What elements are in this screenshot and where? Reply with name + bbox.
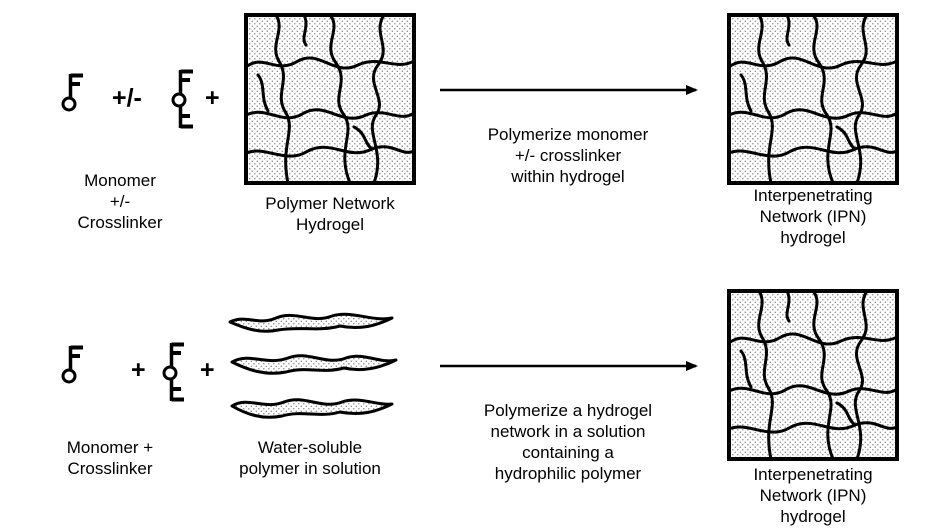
process-label: Polymerize monomer +/- crosslinker withi… [487,125,649,186]
monomer-icon [61,72,85,112]
water-soluble-polymer-label: Water-soluble polymer in solution [239,438,381,478]
process-label: Polymerize a hydrogel network in a solut… [483,401,653,483]
hydrogel-network-icon [244,13,416,185]
monomer-icon [61,344,85,384]
crosslinker-icon [171,68,195,130]
monomer-crosslinker-label: Monomer +/- Crosslinker [77,171,163,232]
polymer-chain-icon [228,312,398,419]
ipn-network-icon [727,13,899,185]
plus-symbol: + [200,356,215,384]
ipn-hydrogel-label: Interpenetrating Network (IPN) hydrogel [753,465,873,526]
polymer-network-hydrogel-label: Polymer Network Hydrogel [265,194,395,234]
plus-symbol: + [131,356,146,384]
ipn-hydrogel-label: Interpenetrating Network (IPN) hydrogel [753,186,873,247]
ipn-network-icon [727,289,899,461]
plus-minus-symbol: +/- [112,84,142,112]
crosslinker-icon [162,341,186,403]
plus-symbol: + [205,84,220,112]
monomer-crosslinker-label: Monomer + Crosslinker [66,438,154,478]
